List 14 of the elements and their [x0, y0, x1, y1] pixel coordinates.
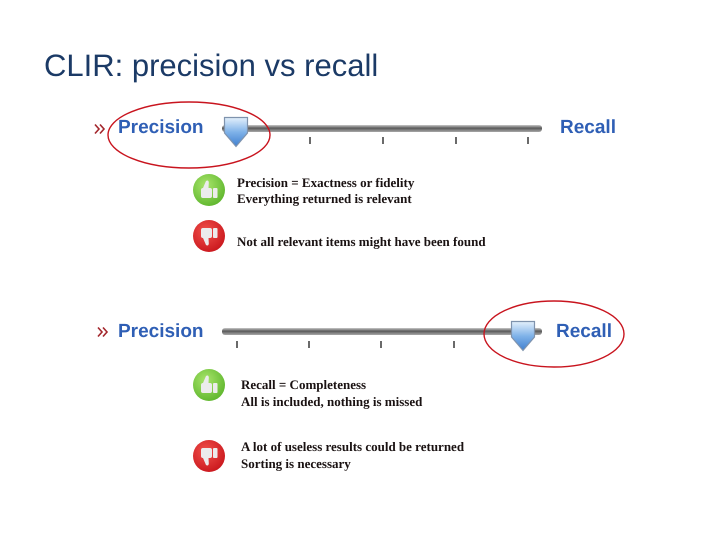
- description-text: Sorting is necessary: [241, 456, 351, 472]
- slider-label: Precision: [118, 321, 204, 343]
- slider-label: Precision: [118, 117, 204, 139]
- slider-label: Recall: [556, 321, 612, 343]
- description-text: Precision = Exactness or fidelity: [237, 175, 414, 191]
- description-text: Not all relevant items might have been found: [237, 234, 486, 250]
- description-text: Recall = Completeness: [241, 377, 366, 393]
- highlight-ellipse: [483, 300, 625, 368]
- description-text: All is included, nothing is missed: [241, 394, 422, 410]
- slider-label: Recall: [560, 117, 616, 139]
- description-text: Everything returned is relevant: [237, 191, 412, 207]
- slide-title: CLIR: precision vs recall: [44, 48, 378, 84]
- highlight-ellipse: [107, 101, 271, 169]
- description-text: A lot of useless results could be returned: [241, 439, 464, 455]
